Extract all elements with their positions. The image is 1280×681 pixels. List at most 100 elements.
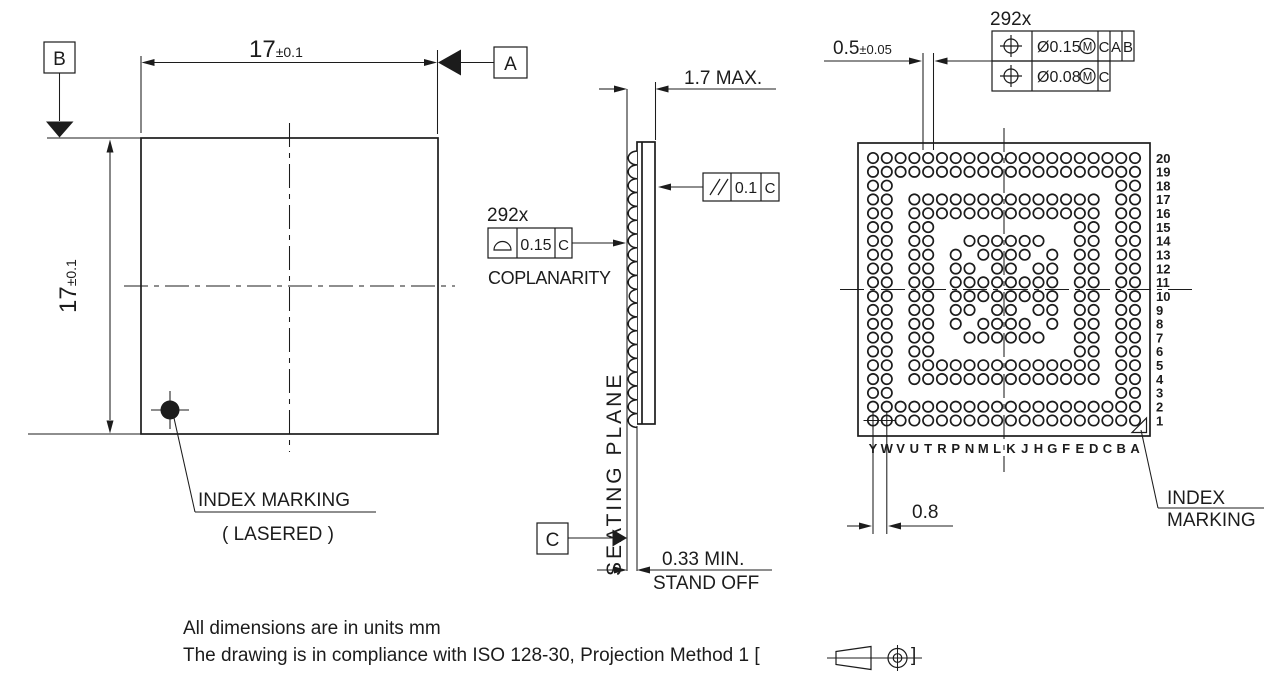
ball xyxy=(866,331,880,344)
ball xyxy=(1073,248,1086,261)
ball xyxy=(949,248,962,261)
ball xyxy=(880,386,893,399)
ball xyxy=(1018,317,1031,330)
ball xyxy=(1073,193,1086,206)
index-chamfer-icon xyxy=(1130,416,1148,434)
ball xyxy=(977,151,990,165)
arrowhead-left-icon xyxy=(658,183,671,191)
ball xyxy=(1032,414,1045,427)
coplanarity-label: COPLANARITY xyxy=(488,268,611,288)
ball xyxy=(922,290,935,303)
col-label: J xyxy=(1021,441,1028,456)
ball xyxy=(880,400,893,413)
ball xyxy=(991,331,1004,344)
ball xyxy=(949,359,962,372)
ball xyxy=(1060,207,1073,220)
ball xyxy=(1087,290,1100,303)
ball xyxy=(866,207,880,220)
fcf-row1-datum2: A xyxy=(1111,39,1121,56)
ball xyxy=(1032,373,1045,386)
coplanarity-datum: C xyxy=(558,237,569,254)
ball xyxy=(866,345,880,358)
ball xyxy=(866,317,880,330)
index-label-line2: MARKING xyxy=(1167,510,1256,531)
ball xyxy=(1115,276,1128,289)
side-ball-scallop xyxy=(627,385,638,401)
ball xyxy=(935,400,948,413)
side-ball-scallop xyxy=(627,412,638,429)
ball xyxy=(977,373,990,386)
position-symbol-icon xyxy=(1000,35,1022,57)
ball xyxy=(1115,400,1128,413)
ball xyxy=(908,221,921,234)
ball xyxy=(991,193,1004,206)
ball xyxy=(1115,345,1128,358)
ball xyxy=(908,373,921,386)
fcf-row1-datum1: C xyxy=(1099,39,1110,56)
ball xyxy=(935,151,948,165)
ball xyxy=(908,303,921,317)
ball xyxy=(1115,207,1128,220)
ball xyxy=(1115,386,1128,399)
arrowhead-left-icon xyxy=(637,566,650,574)
index-marking-label: INDEX MARKING xyxy=(198,490,350,511)
ball xyxy=(1032,359,1045,372)
ball xyxy=(1128,331,1142,344)
ball xyxy=(1018,165,1031,178)
ball xyxy=(1004,317,1017,330)
col-label: T xyxy=(924,441,932,456)
ball xyxy=(908,151,921,165)
ball xyxy=(1073,221,1086,234)
ball xyxy=(1128,248,1142,261)
ball xyxy=(1115,234,1128,247)
ball xyxy=(1128,303,1142,317)
ball xyxy=(1073,414,1086,427)
ball xyxy=(977,234,990,247)
ball xyxy=(894,400,907,413)
parallelism-value: 0.1 xyxy=(735,180,757,197)
row-label: 15 xyxy=(1156,220,1170,235)
ball xyxy=(991,207,1004,220)
ball xyxy=(1115,373,1128,386)
height-dimension: 17±0.1 xyxy=(55,259,82,313)
ball xyxy=(949,414,962,427)
side-ball-scallop xyxy=(627,219,638,235)
ball xyxy=(1087,345,1100,358)
ball xyxy=(1087,303,1100,317)
side-view: 1.7 MAX. 0.1 C 292x 0.15 C COPLANARITY S… xyxy=(487,68,780,594)
ball xyxy=(1004,303,1017,317)
ball xyxy=(1101,400,1114,413)
row-label: 4 xyxy=(1156,372,1164,387)
ball xyxy=(1087,414,1100,427)
ball xyxy=(963,303,976,317)
ball xyxy=(977,400,990,413)
fcf-row1-modifier: M xyxy=(1083,42,1093,54)
ball xyxy=(1032,331,1045,344)
datum-c-label: C xyxy=(546,530,560,551)
ball xyxy=(922,303,935,317)
ball xyxy=(1128,386,1142,399)
ball xyxy=(908,165,921,178)
ball xyxy=(1128,179,1142,192)
ball xyxy=(977,207,990,220)
arrowhead-left-icon xyxy=(141,59,155,66)
ball xyxy=(991,414,1004,427)
ball xyxy=(935,373,948,386)
ball xyxy=(922,193,935,206)
ball xyxy=(991,165,1004,178)
ball xyxy=(1032,276,1045,289)
side-ball-scallop xyxy=(627,329,638,346)
col-label: C xyxy=(1103,441,1113,456)
ball xyxy=(908,359,921,372)
ball xyxy=(963,331,976,344)
ball xyxy=(1046,262,1059,275)
ball xyxy=(866,303,880,317)
ball xyxy=(1060,414,1073,427)
ball xyxy=(1087,317,1100,330)
fcf-row2-modifier: M xyxy=(1083,72,1093,84)
ball xyxy=(880,345,893,358)
ball xyxy=(1128,373,1142,386)
row-label: 1 xyxy=(1156,413,1163,428)
row-label: 12 xyxy=(1156,261,1170,276)
